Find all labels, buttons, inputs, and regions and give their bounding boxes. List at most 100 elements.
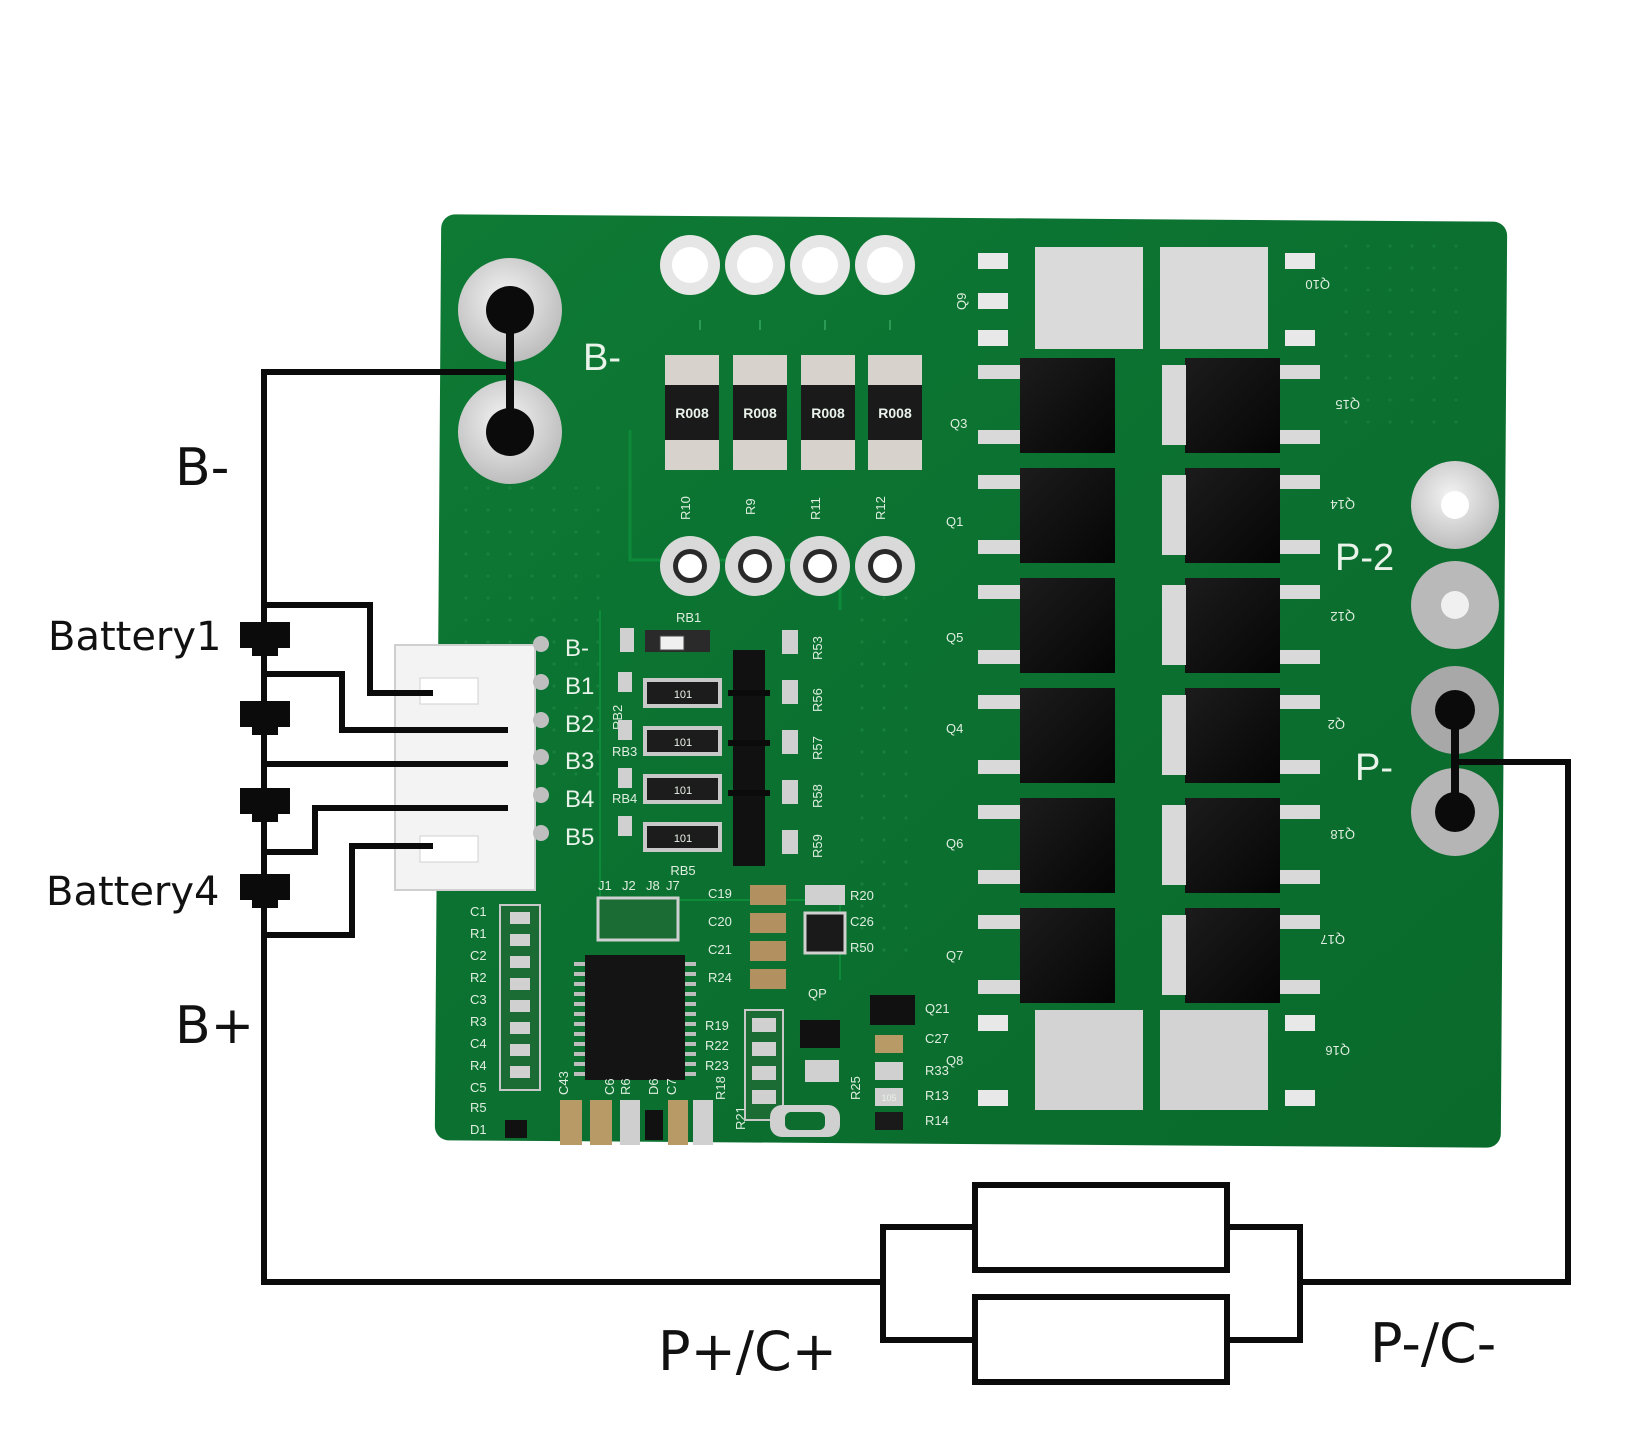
- shunt-resistor: R008 R9: [733, 355, 787, 515]
- svg-text:R33: R33: [925, 1063, 949, 1078]
- svg-text:R008: R008: [675, 405, 709, 421]
- shunt-resistor: R008 R10: [665, 355, 719, 520]
- label-p-minus-c-minus: P-/C-: [1370, 1312, 1496, 1375]
- balance-resistors: RB1 101 RB2 101 RB3 101 RB4 101 RB5: [610, 610, 825, 878]
- svg-text:R14: R14: [925, 1113, 949, 1128]
- mosfet-right: Q14: [1162, 468, 1355, 563]
- mosfet-left: Q1: [946, 468, 1115, 563]
- svg-text:C7: C7: [664, 1078, 679, 1095]
- pin-label: B5: [565, 824, 594, 851]
- shunt-resistor: R008 R11: [801, 355, 855, 520]
- svg-text:J8: J8: [646, 878, 660, 893]
- svg-text:QP: QP: [808, 986, 827, 1001]
- mosfet-left: Q4: [946, 688, 1115, 783]
- mosfet-right: Q2: [1162, 688, 1345, 783]
- svg-text:C1: C1: [470, 904, 487, 919]
- svg-text:Q7: Q7: [946, 948, 963, 963]
- svg-text:R2: R2: [470, 970, 487, 985]
- svg-text:C26: C26: [850, 914, 874, 929]
- pin-label: B3: [565, 748, 594, 775]
- svg-text:R3: R3: [470, 1014, 487, 1029]
- mosfet-array: Q9 Q10 Q3 Q1 Q5 Q4: [946, 247, 1360, 1110]
- svg-text:R24: R24: [708, 970, 732, 985]
- svg-text:Q8: Q8: [946, 1053, 963, 1068]
- b-minus-pads: B-: [458, 258, 621, 484]
- svg-text:R13: R13: [925, 1088, 949, 1103]
- svg-text:R25: R25: [848, 1076, 863, 1100]
- svg-text:Q10: Q10: [1305, 277, 1330, 292]
- svg-text:R008: R008: [743, 405, 777, 421]
- battery-cell-icon: [240, 622, 290, 656]
- svg-text:C27: C27: [925, 1031, 949, 1046]
- label-b-minus: B-: [175, 438, 229, 498]
- svg-text:R5: R5: [470, 1100, 487, 1115]
- battery-cell-icon: [240, 874, 290, 908]
- svg-text:R22: R22: [705, 1038, 729, 1053]
- svg-text:R1: R1: [470, 926, 487, 941]
- svg-text:R56: R56: [810, 688, 825, 712]
- svg-text:Q15: Q15: [1335, 397, 1360, 412]
- label-battery1: Battery1: [48, 614, 222, 660]
- p-pads: P-2 P-: [1335, 461, 1499, 856]
- mosfet-left: Q7: [946, 908, 1115, 1003]
- board-label-p2: P-2: [1335, 537, 1394, 579]
- svg-text:Q14: Q14: [1330, 497, 1355, 512]
- svg-text:R57: R57: [810, 736, 825, 760]
- svg-text:Q4: Q4: [946, 721, 963, 736]
- svg-text:J1: J1: [598, 878, 612, 893]
- svg-text:101: 101: [674, 737, 692, 749]
- svg-text:R58: R58: [810, 784, 825, 808]
- svg-text:R50: R50: [850, 940, 874, 955]
- label-battery4: Battery4: [46, 869, 220, 915]
- svg-text:D6: D6: [646, 1078, 661, 1095]
- ctrl-resistors: R19 R22 R23 R18 R21: [705, 1009, 840, 1137]
- svg-text:RB3: RB3: [612, 744, 637, 759]
- svg-text:101: 101: [674, 785, 692, 797]
- svg-text:101: 101: [674, 689, 692, 701]
- pin-label: B2: [565, 711, 594, 738]
- pin-label: B1: [565, 673, 594, 700]
- svg-text:RB4: RB4: [612, 791, 637, 806]
- q21-group: Q21 C27 R33 R13 R14 105: [870, 995, 950, 1130]
- mosfet-right: Q17: [1162, 908, 1345, 1003]
- left-passives: C1 R1 C2 R2 C3 R3 C4 R4 C5 R5 D1: [470, 904, 541, 1138]
- svg-text:Q6: Q6: [946, 836, 963, 851]
- svg-text:C6: C6: [602, 1078, 617, 1095]
- battery-cells: [240, 622, 290, 908]
- svg-text:Q21: Q21: [925, 1001, 950, 1016]
- balance-resistor: 101 RB4: [612, 774, 722, 806]
- svg-text:C21: C21: [708, 942, 732, 957]
- qp-transistor: QP R25: [800, 986, 863, 1100]
- svg-text:Q12: Q12: [1330, 609, 1355, 624]
- svg-text:C2: C2: [470, 948, 487, 963]
- svg-text:Q2: Q2: [1328, 717, 1345, 732]
- battery-cell-icon: [240, 701, 290, 735]
- svg-text:R53: R53: [810, 636, 825, 660]
- svg-text:R6: R6: [618, 1078, 633, 1095]
- svg-text:C5: C5: [470, 1080, 487, 1095]
- svg-text:Q17: Q17: [1320, 932, 1345, 947]
- svg-text:Q9: Q9: [954, 293, 969, 310]
- svg-text:R12: R12: [873, 496, 888, 520]
- mosfet-right: Q12: [1162, 578, 1355, 673]
- mosfet-left: Q6: [946, 798, 1115, 893]
- pin-label: B-: [565, 635, 589, 662]
- wiring: [261, 369, 1571, 1385]
- svg-text:C4: C4: [470, 1036, 487, 1051]
- svg-text:RB5: RB5: [670, 863, 695, 878]
- mosfet-right: Q18: [1162, 798, 1355, 893]
- svg-text:R008: R008: [878, 405, 912, 421]
- svg-text:105: 105: [881, 1093, 896, 1103]
- mosfet-left: Q5: [946, 578, 1115, 673]
- battery-cell-icon: [240, 788, 290, 822]
- svg-text:R20: R20: [850, 888, 874, 903]
- svg-text:Q1: Q1: [946, 514, 963, 529]
- balance-connector: [394, 636, 549, 891]
- svg-text:R23: R23: [705, 1058, 729, 1073]
- svg-text:C20: C20: [708, 914, 732, 929]
- top-through-holes: [660, 235, 915, 596]
- svg-text:101: 101: [674, 833, 692, 845]
- svg-text:R10: R10: [678, 496, 693, 520]
- control-area: J1 J2 J8 J7 C19 C20 C21 R24 R20 C26 R50: [470, 878, 950, 1145]
- svg-text:Q5: Q5: [946, 630, 963, 645]
